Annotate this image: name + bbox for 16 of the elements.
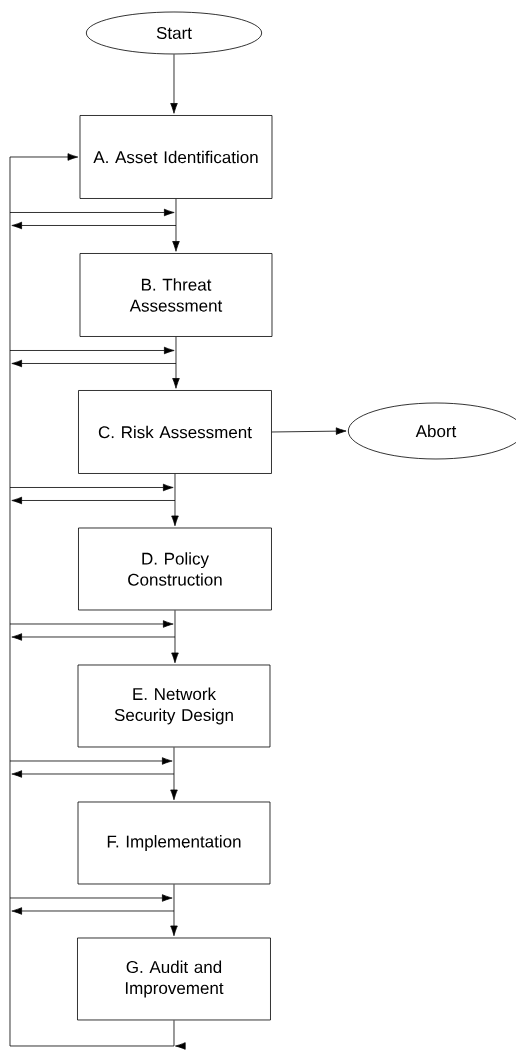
arrow bbox=[171, 473, 179, 527]
arrow bbox=[170, 747, 178, 801]
process-box: C. Risk Assessment bbox=[78, 390, 272, 474]
arrow bbox=[271, 427, 347, 435]
process-box: F. Implementation bbox=[77, 801, 271, 885]
arrow bbox=[172, 198, 180, 252]
arrow bbox=[171, 610, 179, 664]
arrow bbox=[172, 336, 180, 389]
process-box: A. Asset Identification bbox=[79, 115, 273, 199]
process-box: G. Audit and Improvement bbox=[77, 937, 271, 1021]
feedback-loop-arrow bbox=[9, 153, 186, 1050]
process-box: E. Network Security Design bbox=[77, 664, 271, 748]
process-box: D. Policy Construction bbox=[78, 527, 272, 611]
process-box: B. Threat Assessment bbox=[79, 253, 273, 337]
arrow bbox=[170, 54, 178, 114]
arrow bbox=[170, 884, 178, 937]
